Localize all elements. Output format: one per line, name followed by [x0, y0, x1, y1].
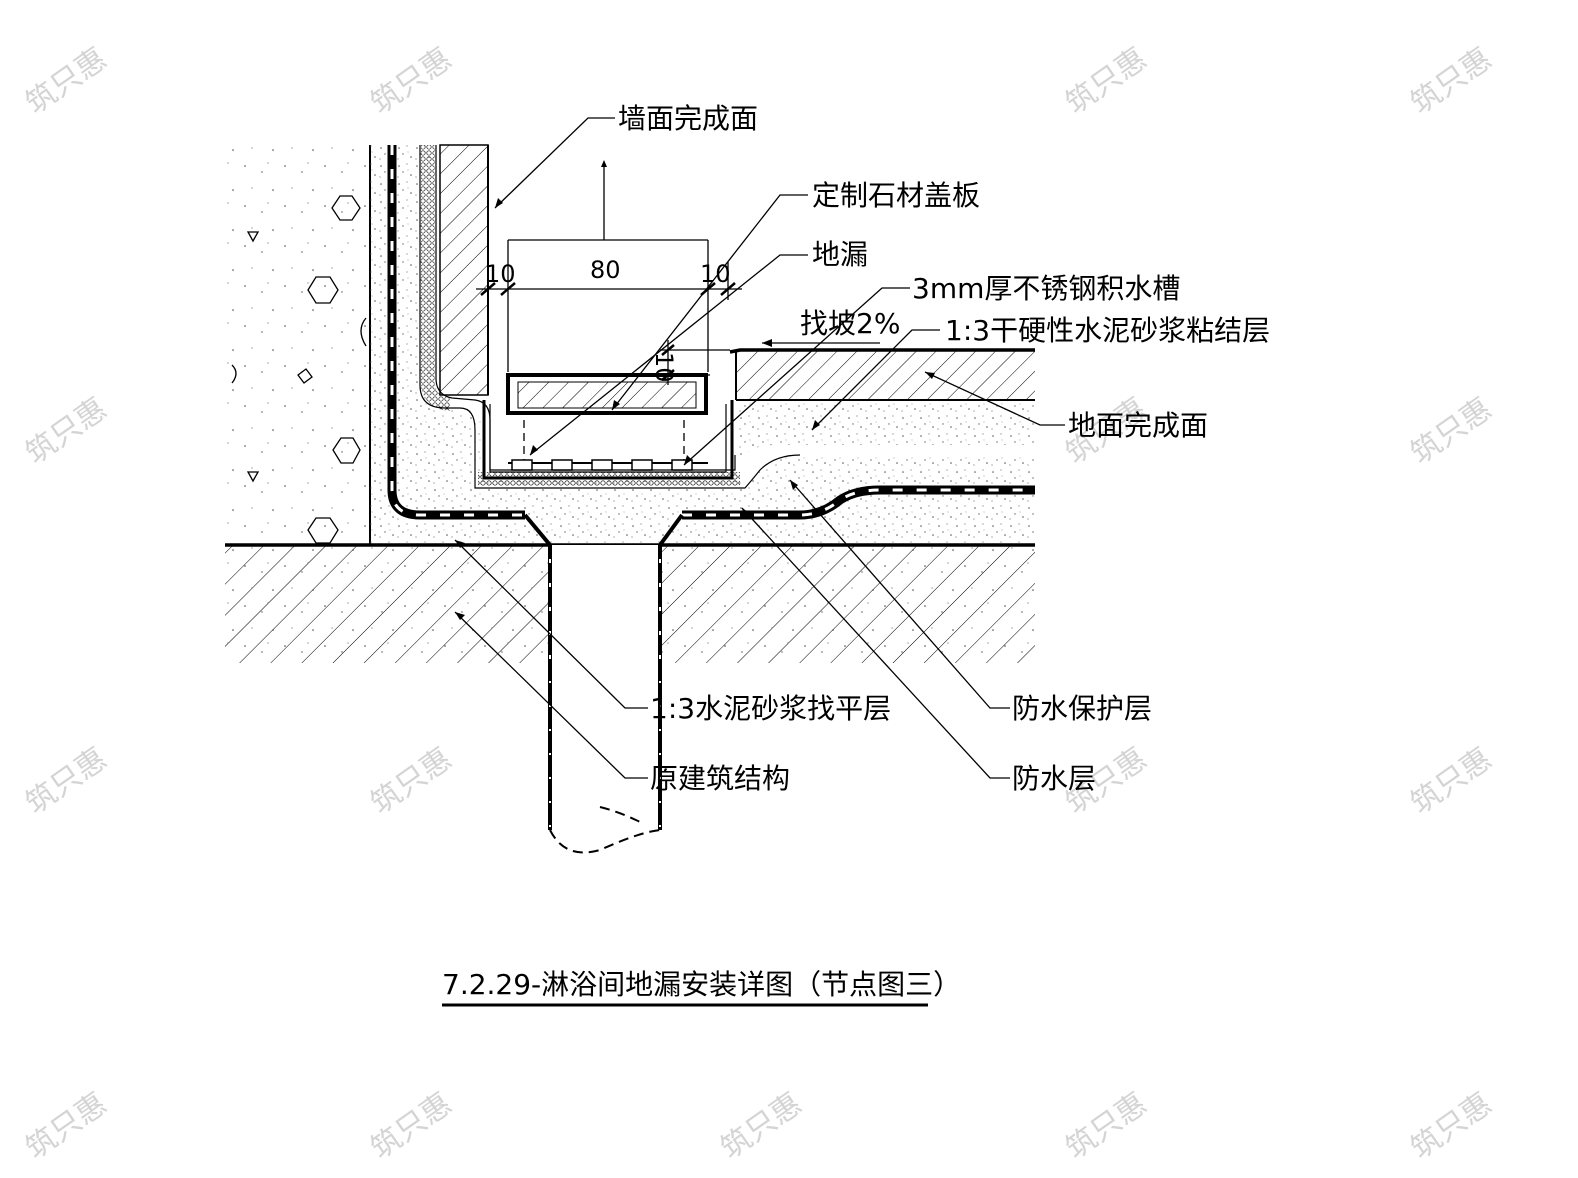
stone-cover-plate [506, 373, 708, 415]
dimensions: 10 80 10 10 [476, 160, 742, 385]
watermark: 筑只惠 [20, 741, 114, 821]
label-leveling-layer: 1:3水泥砂浆找平层 [650, 692, 891, 725]
label-floor-finish: 地面完成面 [1068, 409, 1208, 442]
label-slope: 找坡2% [800, 307, 900, 340]
watermark: 筑只惠 [365, 741, 459, 821]
label-structure: 原建筑结构 [650, 762, 790, 795]
label-wall-finish: 墙面完成面 [618, 102, 758, 135]
floor-finish [729, 348, 1035, 401]
watermark: 筑只惠 [1060, 41, 1154, 121]
watermark: 筑只惠 [715, 1086, 809, 1166]
existing-wall [225, 145, 371, 545]
dim-left: 10 [485, 260, 516, 288]
label-waterproof-protect: 防水保护层 [1012, 692, 1152, 725]
dim-vertical: 10 [650, 352, 678, 383]
label-steel-trough: 3mm厚不锈钢积水槽 [912, 272, 1180, 305]
waterproof-layer [387, 145, 1035, 520]
leveling-layer [370, 145, 1035, 545]
watermark: 筑只惠 [1405, 41, 1499, 121]
steel-trough [482, 400, 734, 480]
dim-middle: 80 [590, 256, 621, 284]
label-waterproof: 防水层 [1012, 762, 1096, 795]
label-stone-cover: 定制石材盖板 [812, 179, 980, 212]
drain-pipe [523, 513, 684, 854]
label-floor-drain: 地漏 [812, 238, 868, 271]
watermark: 筑只惠 [365, 1086, 459, 1166]
title-text: 7.2.29-淋浴间地漏安装详图（节点图三） [442, 968, 961, 1001]
watermark: 筑只惠 [1405, 1086, 1499, 1166]
watermark: 筑只惠 [1405, 391, 1499, 471]
label-bonding-layer: 1:3干硬性水泥砂浆粘结层 [945, 314, 1270, 347]
labels: 墙面完成面 定制石材盖板 地漏 3mm厚不锈钢积水槽 找坡2% 1:3干硬性水泥… [618, 102, 1270, 795]
watermark: 筑只惠 [1060, 1086, 1154, 1166]
wall-finish [439, 144, 489, 396]
watermark: 筑只惠 [365, 41, 459, 121]
leader-lines [454, 117, 1065, 779]
drawing-title: 7.2.29-淋浴间地漏安装详图（节点图三） [442, 968, 961, 1007]
watermark: 筑只惠 [20, 391, 114, 471]
watermark: 筑只惠 [1405, 741, 1499, 821]
floor-drain [508, 420, 708, 471]
watermark: 筑只惠 [20, 1086, 114, 1166]
watermark: 筑只惠 [20, 41, 114, 121]
